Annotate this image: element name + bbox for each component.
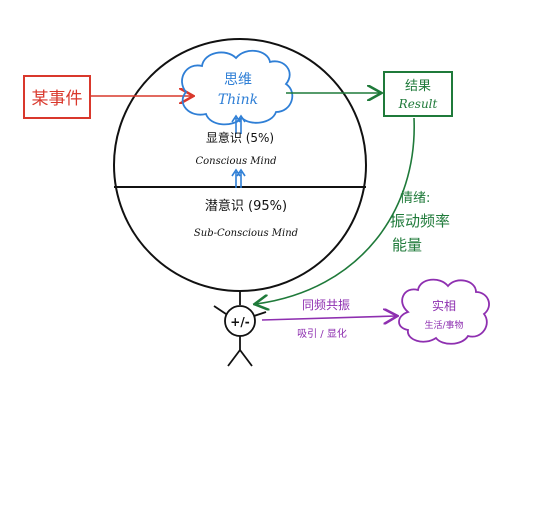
rise-arrows-upper xyxy=(231,114,246,134)
result-label-cn: 结果 xyxy=(405,79,431,94)
event-box: 某事件 xyxy=(23,75,91,119)
reality-cloud: 实相 生活/事物 xyxy=(398,278,490,345)
event-label: 某事件 xyxy=(32,89,83,109)
result-box: 结果 Result xyxy=(383,71,453,117)
rise-arrows-lower xyxy=(231,168,246,188)
subconscious-label-en: Sub-Conscious Mind xyxy=(194,228,298,239)
emotion-line3: 能量 xyxy=(392,236,422,254)
person-to-reality-arrow xyxy=(261,316,396,320)
think-label-en: Think xyxy=(218,92,258,108)
think-cloud: 思维 Think xyxy=(181,49,294,126)
think-label-cn: 思维 xyxy=(224,72,252,88)
result-label-en: Result xyxy=(398,97,438,111)
conscious-label-en: Conscious Mind xyxy=(195,156,276,167)
reality-sublabel: 生活/事物 xyxy=(424,319,463,331)
conscious-label-cn: 显意识 (5%) xyxy=(206,130,274,145)
person-symbol: +/- xyxy=(230,315,249,329)
emotion-line1: 情绪: xyxy=(400,191,430,206)
subconscious-label-cn: 潜意识 (95%) xyxy=(205,198,287,214)
emotion-note: 情绪: 振动频率 能量 xyxy=(390,191,450,254)
resonance-sublabel: 吸引 / 显化 xyxy=(297,327,347,340)
emotion-line2: 振动频率 xyxy=(390,212,450,230)
person-figure xyxy=(213,305,267,367)
result-to-person-arrow xyxy=(256,117,415,304)
reality-label-cn: 实相 xyxy=(432,298,456,313)
resonance-label: 同频共振 xyxy=(302,298,350,312)
